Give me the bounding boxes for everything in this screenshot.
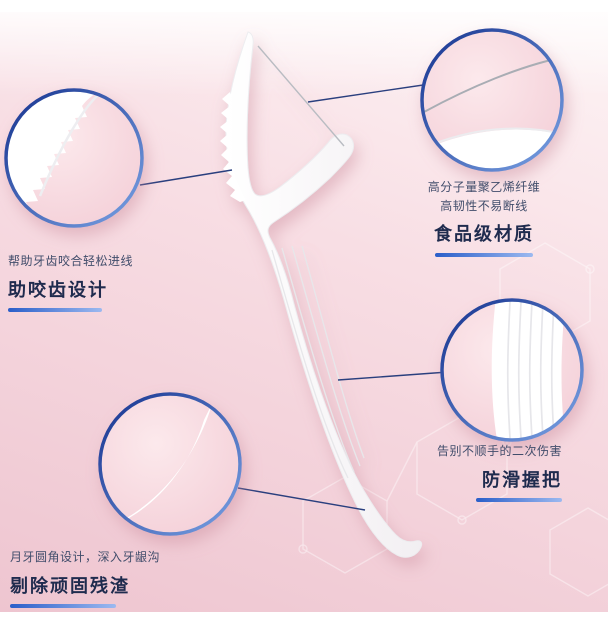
callout-underline bbox=[476, 497, 562, 502]
handle-grip-lines bbox=[271, 245, 365, 479]
serration-zoom-circle bbox=[4, 88, 144, 228]
grip-zoom-content bbox=[491, 300, 566, 440]
callout-title: 防滑握把 bbox=[482, 469, 562, 491]
callout-underline bbox=[10, 603, 116, 608]
callout-connector-lines bbox=[139, 83, 449, 511]
connector-line-bite bbox=[139, 169, 233, 186]
callout-desc: 帮助牙齿咬合轻松进线 bbox=[8, 254, 134, 268]
callout-food-grade-material: 高分子量聚乙烯纤维 高韧性不易断线 食品级材质 bbox=[404, 178, 564, 258]
callout-desc: 高分子量聚乙烯纤维 bbox=[427, 180, 541, 194]
tip-zoom-circle bbox=[98, 392, 242, 536]
callout-desc: 月牙圆角设计，深入牙龈沟 bbox=[10, 550, 161, 564]
callout-crescent-tip: 月牙圆角设计，深入牙龈沟 剔除顽固残渣 bbox=[10, 548, 160, 608]
callout-underline bbox=[435, 253, 533, 258]
callout-desc: 告别不顺手的二次伤害 bbox=[436, 444, 562, 458]
callout-underline bbox=[8, 307, 102, 312]
floss-pick-body bbox=[225, 31, 423, 558]
serrated-edge bbox=[220, 92, 246, 202]
connector-line-grip bbox=[337, 371, 449, 381]
callout-title: 剔除顽固残渣 bbox=[10, 575, 130, 597]
callout-title: 食品级材质 bbox=[434, 224, 534, 246]
callout-desc: 高韧性不易断线 bbox=[440, 198, 528, 213]
floss-thread bbox=[257, 45, 345, 147]
grip-zoom-circle bbox=[440, 298, 584, 442]
connector-line-material bbox=[307, 83, 431, 103]
floss-pick bbox=[220, 31, 423, 558]
callout-antislip-grip: 告别不顺手的二次伤害 防滑握把 bbox=[437, 442, 562, 502]
connector-line-tip bbox=[237, 487, 366, 511]
callout-title: 助咬齿设计 bbox=[8, 279, 108, 301]
callout-bite-design: 帮助牙齿咬合轻松进线 助咬齿设计 bbox=[8, 252, 133, 312]
floss-zoom-circle bbox=[420, 28, 564, 172]
